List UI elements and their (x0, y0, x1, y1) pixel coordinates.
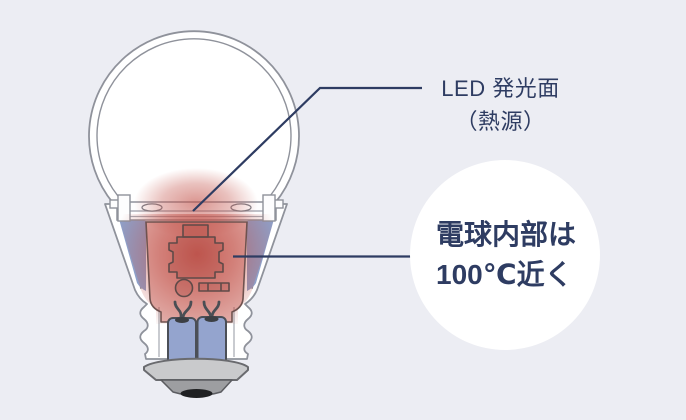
heat-glow-lower (118, 214, 276, 324)
leader-line-led (192, 86, 422, 212)
component-coil (174, 278, 194, 298)
capacitors (167, 316, 227, 365)
component-transformer (168, 236, 224, 279)
temperature-note-line1: 電球内部は (436, 219, 577, 250)
capacitor-left (167, 317, 197, 365)
capacitor-right (196, 316, 227, 365)
temperature-note-line2: 100℃近く (436, 259, 573, 290)
led-source-label: LED 発光面 （熱源） (428, 72, 573, 138)
led-source-label-line2: （熱源） (455, 109, 546, 134)
screw-base (143, 357, 249, 398)
component-resistor (198, 282, 230, 292)
driver-components (168, 224, 230, 298)
base-collar (143, 357, 249, 381)
leader-lines (192, 86, 422, 258)
led-source-label-line1: LED 発光面 (441, 76, 560, 101)
component-capacitor-top (182, 224, 209, 238)
temperature-note-circle: 電球内部は 100℃近く (410, 160, 600, 350)
driver-housing (145, 221, 248, 323)
base-contact-tip (180, 389, 213, 398)
